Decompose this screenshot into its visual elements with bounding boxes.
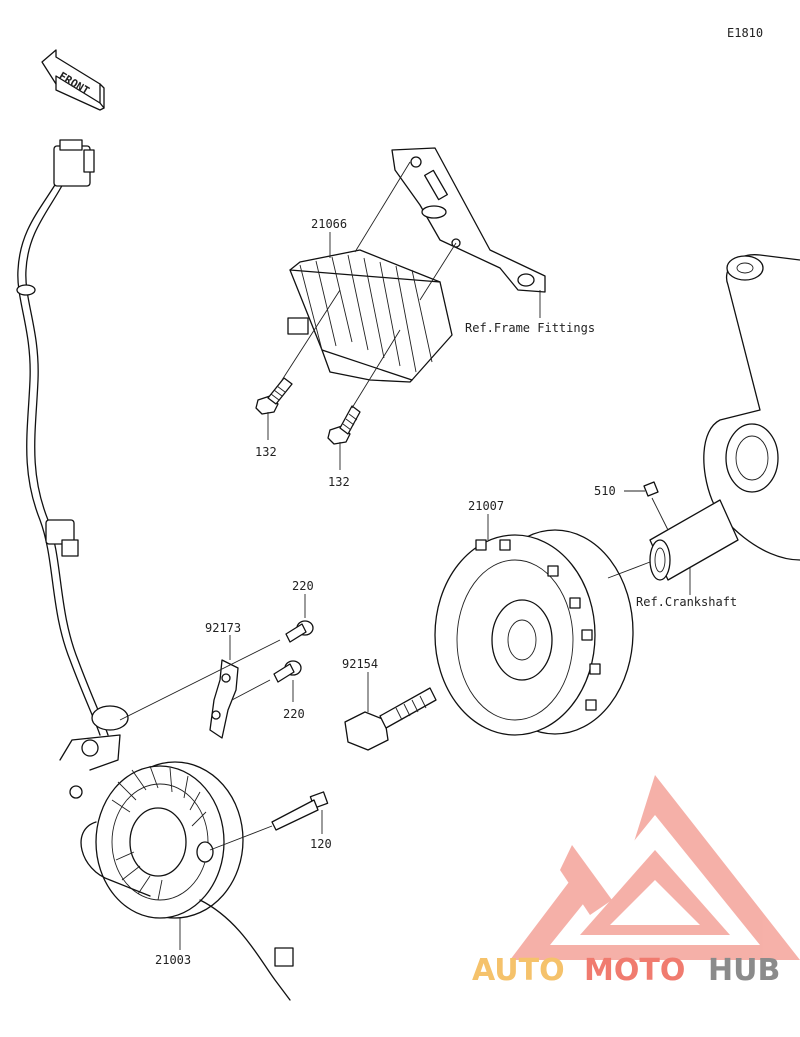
wire-harness — [16, 139, 129, 799]
watermark-text: AUTO MOTO HUB — [472, 953, 780, 988]
front-direction-arrow — [41, 49, 105, 111]
watermark-moto: MOTO — [584, 953, 685, 988]
bolt-132-right — [327, 405, 361, 445]
crankshaft — [643, 254, 800, 581]
part-label-92173: 92173 — [205, 621, 241, 635]
bolt-220-upper — [285, 620, 314, 643]
part-label-21007: 21007 — [468, 499, 504, 513]
watermark-logo — [510, 775, 800, 960]
leader-lines — [119, 161, 691, 950]
part-label-220-upper: 220 — [292, 579, 314, 593]
clamp-92173 — [209, 659, 239, 739]
bolt-120 — [271, 791, 329, 831]
bolt-132-left — [255, 377, 293, 415]
diagram-code: E1810 — [727, 26, 763, 40]
part-label-510: 510 — [594, 484, 616, 498]
ref-crankshaft: Ref.Crankshaft — [636, 595, 737, 609]
part-label-132-right: 132 — [328, 475, 350, 489]
flywheel-bolt-92154 — [344, 687, 437, 751]
part-label-92154: 92154 — [342, 657, 378, 671]
watermark-hub: HUB — [708, 953, 780, 988]
bolt-220-lower — [273, 660, 302, 683]
part-label-220-lower: 220 — [283, 707, 305, 721]
part-label-120: 120 — [310, 837, 332, 851]
part-label-21066: 21066 — [311, 217, 347, 231]
ref-frame-fittings: Ref.Frame Fittings — [465, 321, 595, 335]
part-label-132-left: 132 — [255, 445, 277, 459]
stator — [80, 761, 294, 1001]
regulator-bracket — [391, 147, 546, 293]
flywheel-rotor — [434, 529, 634, 736]
part-label-21003: 21003 — [155, 953, 191, 967]
watermark-auto: AUTO — [472, 953, 565, 988]
regulator-rectifier — [287, 249, 453, 383]
